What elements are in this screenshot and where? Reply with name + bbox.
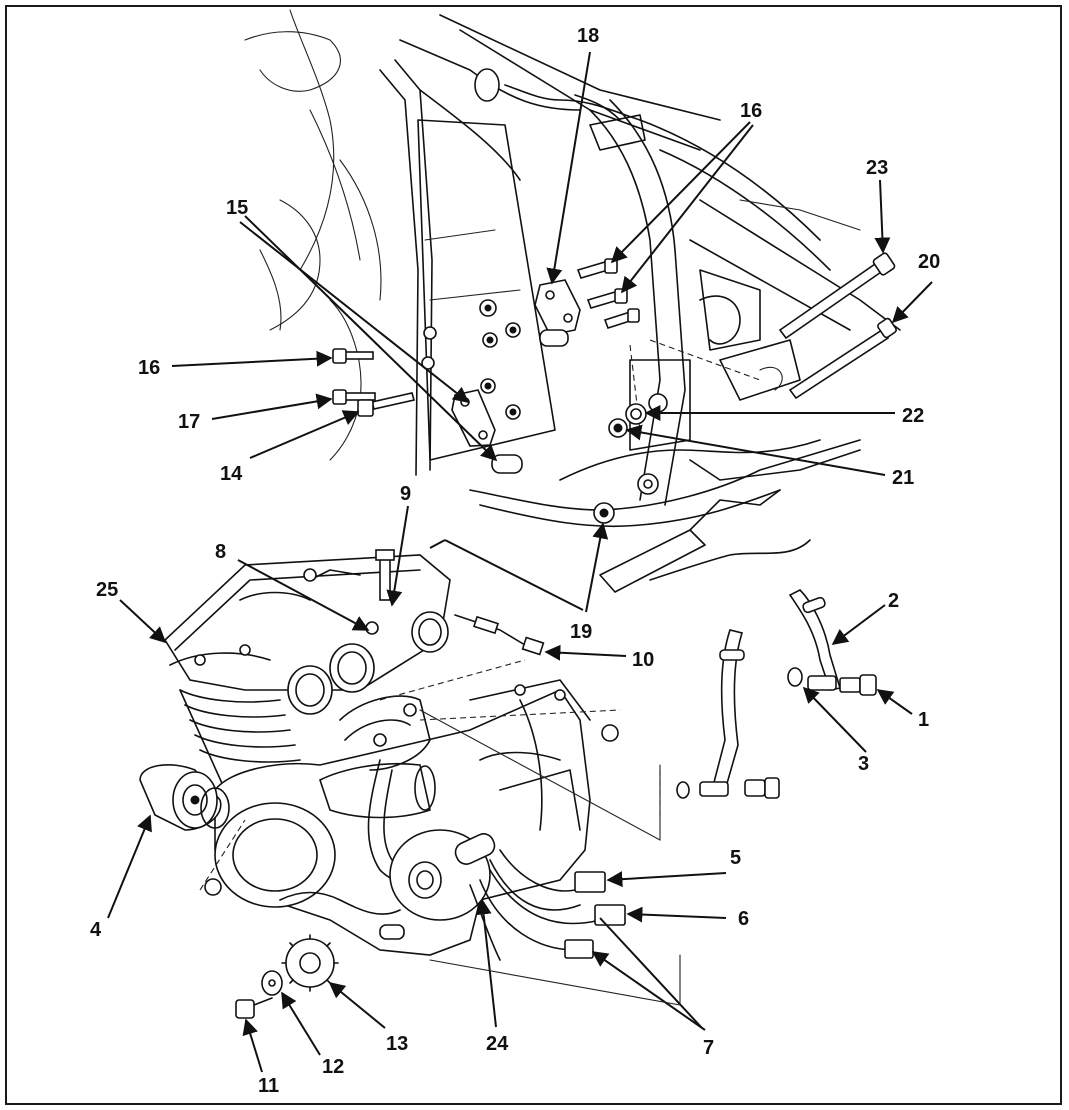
callout-1: 1 — [918, 709, 929, 731]
callout-9: 9 — [400, 483, 411, 505]
callout-15: 15 — [226, 197, 248, 219]
callout-20: 20 — [918, 251, 940, 273]
callout-12: 12 — [322, 1056, 344, 1078]
callout-22: 22 — [902, 405, 924, 427]
leader-lines — [107, 51, 933, 1073]
callout-labels: 18 16 23 15 20 16 22 17 14 21 9 8 25 2 1… — [90, 25, 940, 1097]
callout-16-top: 16 — [740, 100, 762, 122]
callout-11: 11 — [258, 1075, 279, 1097]
callout-19: 19 — [570, 621, 592, 643]
callout-25: 25 — [96, 579, 118, 601]
callout-6: 6 — [738, 908, 749, 930]
callout-14: 14 — [220, 463, 243, 485]
callout-17: 17 — [178, 411, 200, 433]
engine-assembly — [139, 549, 877, 1019]
callout-3: 3 — [858, 753, 869, 775]
callout-16-left: 16 — [138, 357, 160, 379]
callout-7: 7 — [703, 1037, 714, 1059]
callout-18: 18 — [577, 25, 599, 47]
callout-10: 10 — [632, 649, 654, 671]
callout-13: 13 — [386, 1033, 408, 1055]
callout-4: 4 — [90, 919, 102, 941]
callout-23: 23 — [866, 157, 888, 179]
callout-24: 24 — [486, 1033, 509, 1055]
diagram-frame — [5, 5, 1062, 1105]
callout-5: 5 — [730, 847, 741, 869]
callout-21: 21 — [892, 467, 914, 489]
callout-2: 2 — [888, 590, 899, 612]
mount-hardware — [332, 252, 897, 524]
callout-8: 8 — [215, 541, 226, 563]
